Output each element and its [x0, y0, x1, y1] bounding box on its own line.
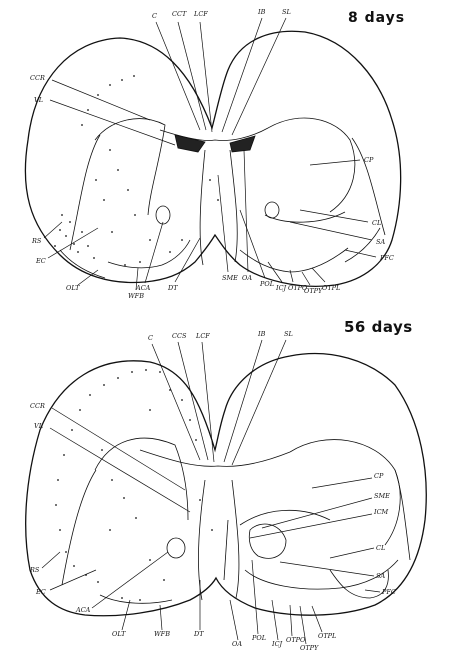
structure-labels-56-days: C CCS LCF IB SL CCR VL CP SME ICM CL SA … — [29, 330, 396, 652]
label-sa-56: SA — [376, 572, 385, 580]
label-cl-8: CL — [372, 219, 381, 227]
label-lcf-56: LCF — [195, 332, 210, 340]
brain-section-56-days: C CCS LCF IB SL CCR VL CP SME ICM CL SA … — [26, 330, 427, 652]
label-pol-8: POL — [259, 280, 274, 288]
label-otpy-8: OTPY — [304, 287, 323, 295]
label-oa-56: OA — [232, 640, 242, 648]
label-otpo-56: OTPO — [286, 636, 306, 644]
label-ib-56: IB — [257, 330, 266, 338]
label-cl-56: CL — [376, 544, 385, 552]
label-otpy-56: OTPY — [300, 644, 319, 652]
label-sme-56: SME — [374, 492, 390, 500]
brain-outline-56-days — [26, 354, 427, 616]
left-ventricle-8-days — [95, 119, 165, 215]
label-cct-8: CCT — [172, 10, 187, 18]
corpus-callosum-56-days — [140, 450, 290, 466]
label-sl-56: SL — [284, 330, 293, 338]
label-pol-56: POL — [251, 634, 266, 642]
label-sl-8: SL — [282, 8, 291, 16]
label-olt-56: OLT — [112, 630, 126, 638]
label-pfc-56: PFC — [381, 588, 396, 596]
label-c-56: C — [148, 334, 153, 342]
label-wfb-8: WFB — [128, 292, 144, 300]
brain-section-8-days: C CCT LCF IB SL CCR VL CP CL SA PFC RS E… — [25, 8, 400, 300]
label-c-8: C — [152, 12, 157, 20]
label-icj-8: ICJ — [275, 284, 287, 292]
label-otpl-56: OTPL — [318, 632, 336, 640]
label-ccs-56: CCS — [172, 332, 187, 340]
cell-stipple-8-days — [54, 75, 219, 266]
label-otpl-8: OTPL — [322, 284, 340, 292]
leader-lines-56-days — [42, 340, 380, 644]
label-wfb-56: WFB — [154, 630, 170, 638]
label-rs-8: RS — [31, 237, 42, 245]
left-cortex-border-56-days — [62, 470, 96, 585]
brain-outline-8-days — [25, 31, 400, 286]
label-cp-56: CP — [374, 472, 384, 480]
label-dt-8: DT — [167, 284, 178, 292]
label-vl-8: VL — [34, 96, 43, 104]
label-aca-56: ACA — [75, 606, 91, 614]
label-sa-8: SA — [376, 238, 385, 246]
structure-labels-8-days: C CCT LCF IB SL CCR VL CP CL SA PFC RS E… — [30, 8, 394, 300]
label-ccr-56: CCR — [30, 402, 45, 410]
label-pfc-8: PFC — [379, 254, 394, 262]
label-ccr-8: CCR — [30, 74, 45, 82]
label-ec-56: EC — [35, 588, 46, 596]
label-ec-8: EC — [35, 257, 46, 265]
left-ventricle-fill-8-days — [175, 135, 205, 152]
label-aca-8: ACA — [135, 284, 151, 292]
label-oa-8: OA — [242, 274, 252, 282]
label-lcf-8: LCF — [193, 10, 208, 18]
label-olt-8: OLT — [66, 284, 80, 292]
right-cortex-border-56-days — [395, 470, 410, 560]
label-rs-56: RS — [29, 566, 40, 574]
cell-stipple-56-days — [55, 369, 213, 601]
left-cortex-border-8-days — [70, 135, 100, 250]
label-cp-8: CP — [364, 156, 374, 164]
label-icj-56: ICJ — [271, 640, 283, 648]
label-ib-8: IB — [257, 8, 266, 16]
label-vl-56: VL — [34, 422, 43, 430]
midline-8-days — [200, 150, 205, 265]
leader-lines-8-days — [44, 18, 376, 290]
label-dt-56: DT — [193, 630, 204, 638]
midline-56-days — [198, 480, 205, 600]
label-sme-8: SME — [222, 274, 238, 282]
label-icm-56: ICM — [373, 508, 389, 516]
